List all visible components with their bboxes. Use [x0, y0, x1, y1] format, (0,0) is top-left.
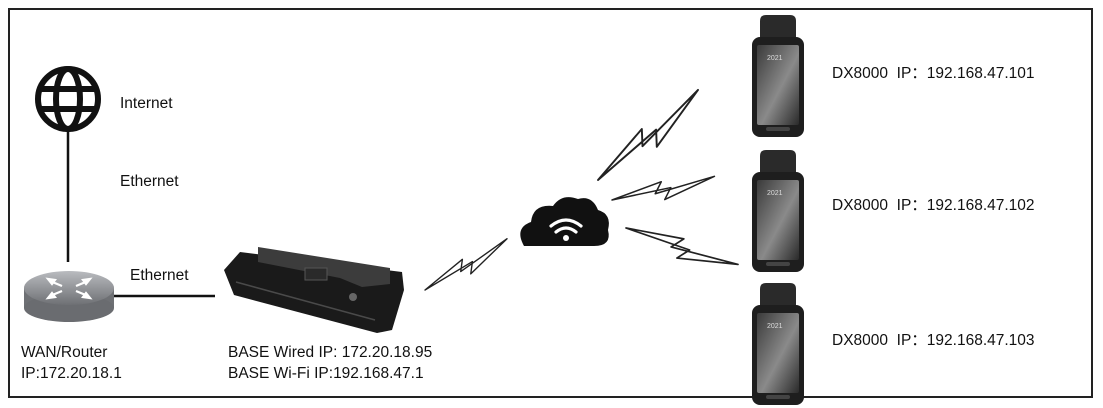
- ethernet-label-top: Ethernet: [120, 173, 179, 190]
- device-model: DX8000: [832, 65, 889, 82]
- device-ip-prefix: IP：: [896, 332, 927, 349]
- device-label: DX8000 IP：192.168.47.103: [832, 331, 1035, 350]
- ethernet-label-bottom: Ethernet: [130, 267, 189, 284]
- terminal-screen-text: 2021: [767, 323, 783, 330]
- device-ip-prefix: IP：: [896, 65, 927, 82]
- device-ip: 192.168.47.103: [926, 332, 1035, 349]
- lightning-signal-icon: [417, 88, 739, 295]
- pos-terminal-icon: [752, 15, 804, 137]
- device-label: DX8000 IP：192.168.47.102: [832, 196, 1035, 215]
- internet-label: Internet: [120, 95, 173, 112]
- terminal-screen-text: 2021: [767, 190, 783, 197]
- pos-terminal-icon: [752, 150, 804, 272]
- router-icon: [24, 271, 114, 322]
- base-wired-ip-label: BASE Wired IP: 172.20.18.95: [228, 344, 433, 361]
- device-ip-prefix: IP：: [896, 197, 927, 214]
- wifi-cloud-icon: [520, 197, 609, 246]
- router-ip-label: IP:172.20.18.1: [21, 365, 122, 382]
- diagram-frame: [8, 8, 1093, 398]
- device-model: DX8000: [832, 197, 889, 214]
- device-ip: 192.168.47.101: [926, 65, 1035, 82]
- terminal-screen-text: 2021: [767, 55, 783, 62]
- device-ip: 192.168.47.102: [926, 197, 1035, 214]
- base-wifi-ip-label: BASE Wi-Fi IP:192.168.47.1: [228, 365, 424, 382]
- router-name-label: WAN/Router: [21, 344, 108, 361]
- pos-terminal-icon: [752, 283, 804, 405]
- globe-icon: [35, 66, 101, 132]
- device-label: DX8000 IP：192.168.47.101: [832, 64, 1035, 83]
- device-model: DX8000: [832, 332, 889, 349]
- base-station-icon: [224, 247, 404, 333]
